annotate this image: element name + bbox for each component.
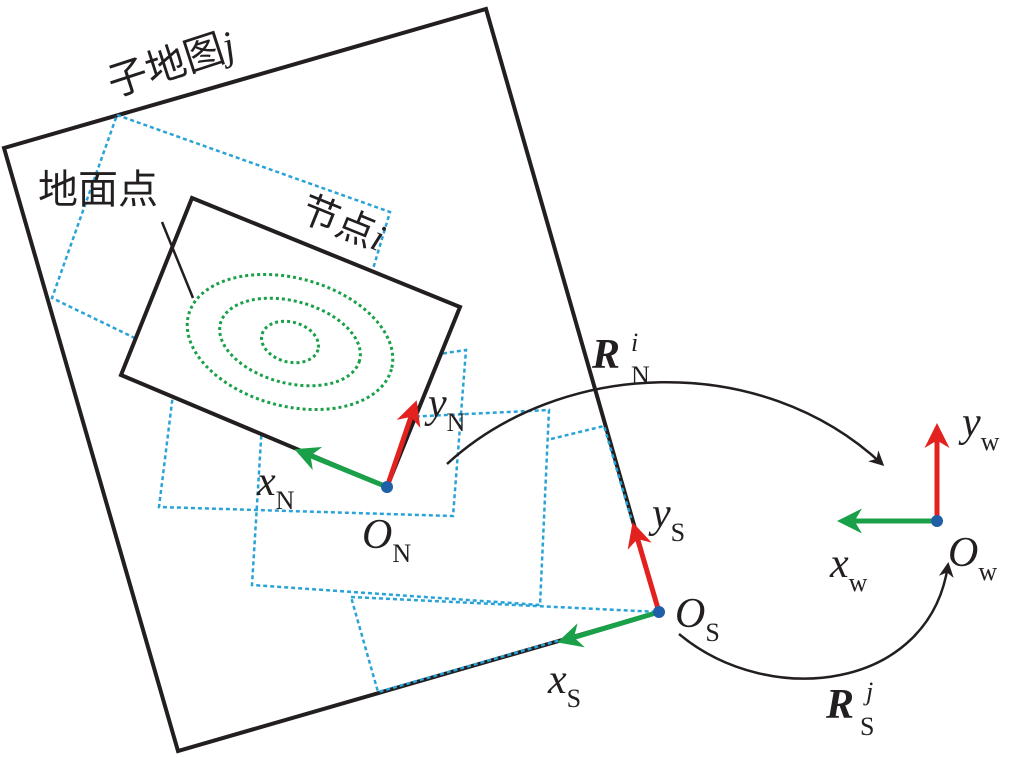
world-y-label-symbol: y	[958, 400, 981, 446]
node-y-label: yN	[424, 381, 466, 437]
submap-origin-dot	[653, 606, 665, 618]
world-origin-label-sub: w	[978, 557, 997, 586]
world-origin-label: Ow	[948, 530, 997, 586]
dashed-node-outline	[50, 113, 392, 432]
contour-outer	[185, 272, 395, 412]
rotation-node-sup: i	[631, 328, 638, 357]
submap-y-label-sub: S	[671, 518, 685, 547]
node-x-axis	[294, 447, 388, 490]
node-origin-label-symbol: O	[362, 512, 392, 558]
submap-x-label-symbol: x	[547, 657, 567, 703]
contour-middle	[218, 296, 362, 388]
world-origin-dot	[931, 515, 943, 527]
submap-origin-label-sub: S	[705, 618, 719, 647]
rotation-submap-sup: j	[863, 677, 873, 706]
ground-point-leader	[160, 221, 195, 299]
node-origin-label: ON	[362, 512, 411, 568]
submap-origin-label-symbol: O	[675, 591, 705, 637]
submap-label-text: 子地图	[102, 26, 230, 107]
ground-point-contours	[185, 272, 395, 412]
submap-y-label-symbol: y	[648, 491, 671, 537]
node-origin-label-sub: N	[392, 539, 411, 568]
submap-x-axis	[557, 609, 660, 648]
submap-y-axis	[627, 522, 662, 613]
rotation-node-label: R i N	[591, 328, 650, 390]
world-x-label: xw	[829, 541, 868, 597]
node-origin-dot	[381, 481, 393, 493]
world-x-label-symbol: x	[829, 541, 849, 587]
rotation-submap-arrow	[678, 562, 954, 680]
node-x-label-sub: N	[276, 486, 295, 515]
submap-x-label: xS	[547, 657, 581, 713]
dashed-node-outline	[349, 595, 660, 694]
rotation-node-symbol: R	[591, 332, 620, 378]
rotation-node-sub: N	[631, 361, 650, 390]
world-y-label: yw	[958, 400, 1000, 456]
submap-label: 子地图j	[102, 22, 241, 106]
node-y-label-sub: N	[447, 408, 466, 437]
submap-origin-label: OS	[675, 591, 720, 647]
submap-x-label-sub: S	[567, 684, 581, 713]
rotation-submap-label: R j S	[825, 677, 874, 741]
contour-inner	[260, 319, 320, 365]
node-x-label-symbol: x	[256, 459, 276, 505]
world-origin-label-symbol: O	[948, 530, 978, 576]
rotation-submap-symbol: R	[825, 682, 854, 728]
world-x-label-sub: w	[849, 568, 868, 597]
node-x-label: xN	[256, 459, 295, 515]
rotation-submap-sub: S	[860, 712, 874, 741]
submap-y-label: yS	[648, 491, 685, 547]
world-y-label-sub: w	[981, 427, 1000, 456]
ground-point-label: 地面点	[38, 167, 158, 213]
node-y-label-symbol: y	[424, 381, 447, 427]
dashed-node-outline	[250, 408, 551, 607]
node-y-axis	[384, 400, 421, 488]
rotation-node-arrow	[446, 380, 885, 467]
node-frame	[118, 195, 463, 490]
